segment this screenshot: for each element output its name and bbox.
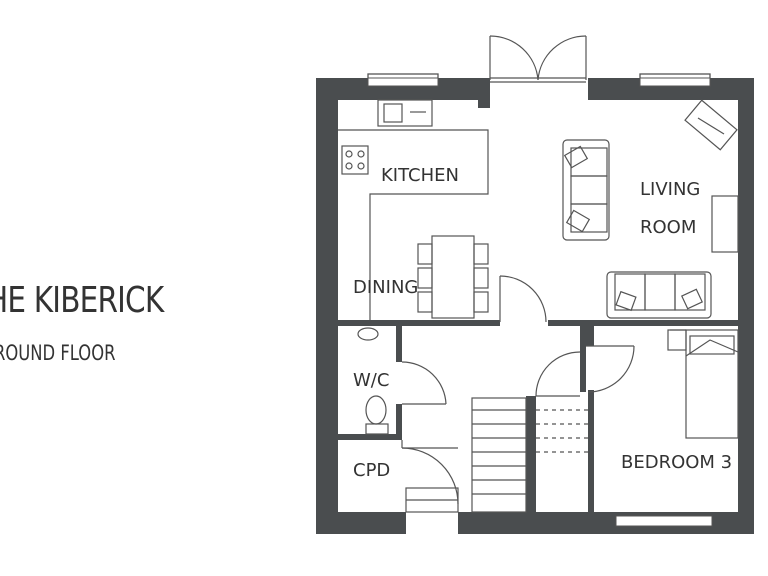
kitchen-worktop [338,99,489,320]
bed-icon [667,329,739,439]
living-room-label: LIVING [640,179,700,200]
french-doors [489,35,587,83]
basin-icon [357,327,379,341]
living-room-label-2: ROOM [640,217,696,238]
kitchen-label: KITCHEN [381,165,459,186]
sink-icon [377,99,433,127]
plan-subtitle: ROUND FLOOR [0,341,116,365]
toilet-icon [365,395,387,425]
wc-label: W/C [353,370,389,391]
tv-icon [684,99,739,253]
cupboard-label: CPD [353,460,390,481]
sofa-icon [606,271,712,319]
hob-icon [341,145,369,175]
sofa-icon [562,139,610,241]
plan-title: HE KIBERICK [0,280,164,321]
doors [401,275,635,513]
dining-label: DINING [353,277,418,298]
stairs [471,397,588,513]
interior-walls [338,320,738,512]
dining-table [417,235,489,319]
bedroom-label: BEDROOM 3 [621,452,732,473]
